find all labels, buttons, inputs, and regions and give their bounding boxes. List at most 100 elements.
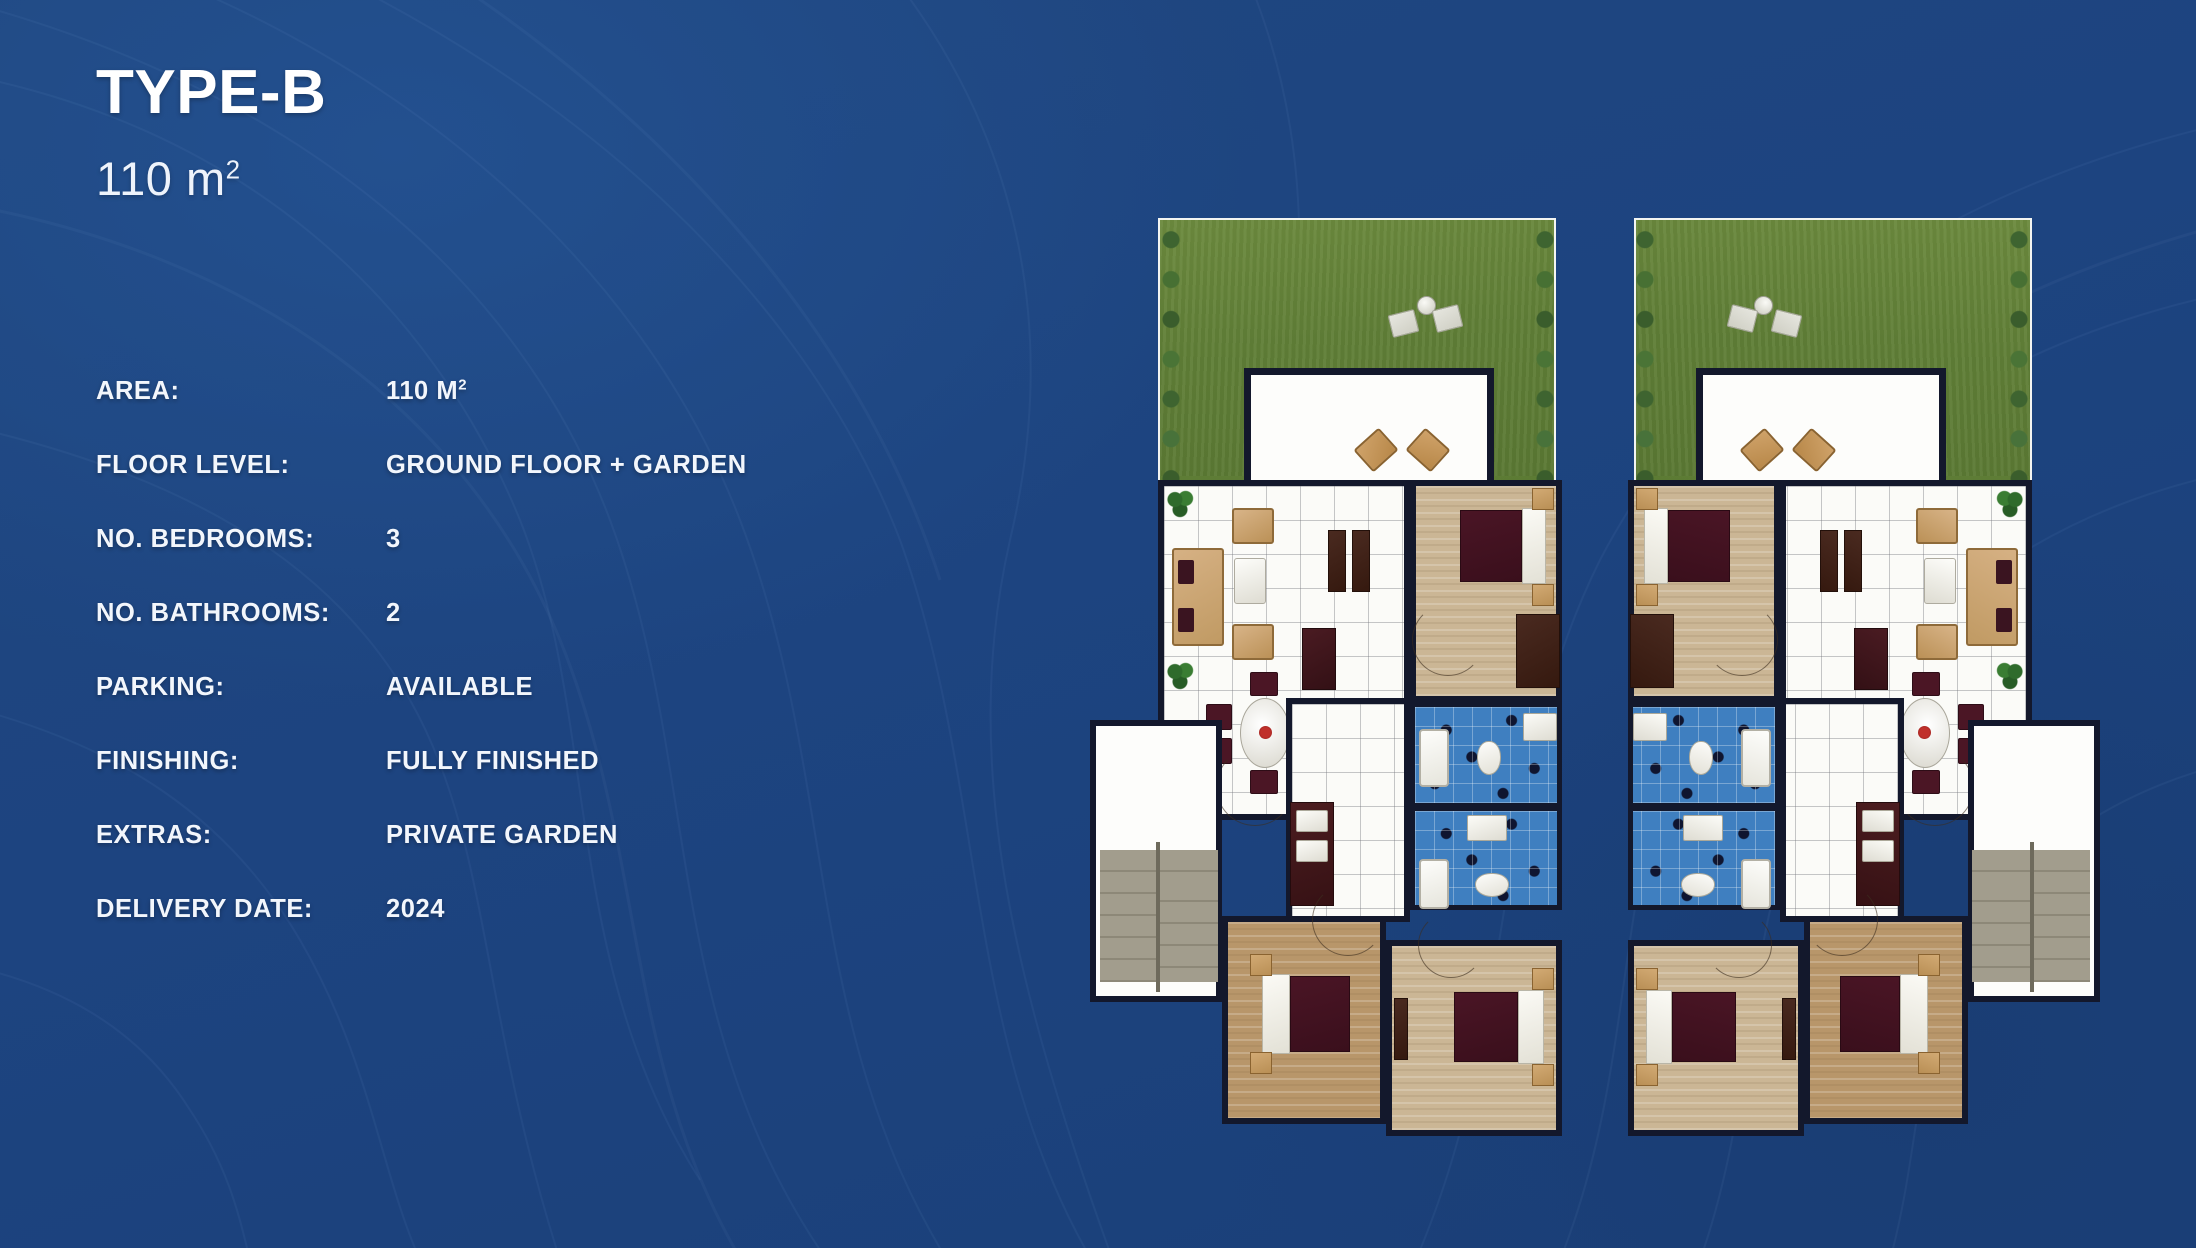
terrace-room <box>1244 368 1494 480</box>
bathroom-1 <box>1410 702 1562 808</box>
bedroom-3 <box>1628 912 1804 1136</box>
house-footprint <box>1622 200 2100 1140</box>
closet-unit-icon <box>1820 530 1838 592</box>
bed-pillow-icon <box>1900 974 1928 1054</box>
nightstand-icon <box>1532 968 1554 990</box>
kitchen-stove-icon <box>1862 840 1894 862</box>
coffee-table-icon <box>1234 558 1266 604</box>
dining-chair-icon <box>1912 672 1940 696</box>
nightstand-icon <box>1532 584 1554 606</box>
spec-label-finishing: FINISHING: <box>96 747 239 776</box>
bedroom-3 <box>1386 912 1562 1136</box>
potted-plant-icon <box>1166 662 1194 690</box>
toilet-icon <box>1477 741 1501 775</box>
interior-door-icon <box>1854 628 1888 690</box>
bedroom-2 <box>1222 884 1386 1124</box>
bathroom-1 <box>1628 702 1780 808</box>
nightstand-icon <box>1636 968 1658 990</box>
bed-pillow-icon <box>1262 974 1290 1054</box>
nightstand-icon <box>1250 1052 1272 1074</box>
bathroom-2 <box>1628 806 1780 910</box>
area-heading: 110 m2 <box>96 151 976 206</box>
spec-label-delivery-date: DELIVERY DATE: <box>96 895 313 924</box>
entry-door-swing-icon <box>1896 748 1974 826</box>
bedroom-door-swing-icon <box>1312 884 1384 956</box>
spec-value-bedrooms: 3 <box>386 525 401 554</box>
bed-pillow-icon <box>1646 990 1672 1064</box>
spec-value-parking: AVAILABLE <box>386 673 534 702</box>
spec-value-area-text: 110 M <box>386 377 459 406</box>
master-bed-icon <box>1460 510 1522 582</box>
sink-icon <box>1633 713 1667 741</box>
kitchen-sink-icon <box>1862 810 1894 832</box>
staircase <box>1090 720 1222 1002</box>
floor-plan-unit-right <box>1622 200 2100 1140</box>
wardrobe-icon <box>1782 998 1796 1060</box>
potted-plant-icon <box>1996 490 2024 518</box>
house-footprint <box>1090 200 1568 1140</box>
specifications-table: AREA: 110 M2 FLOOR LEVEL: GROUND FLOOR +… <box>96 354 976 946</box>
spec-label-bathrooms: NO. BATHROOMS: <box>96 599 330 628</box>
nightstand-icon <box>1532 1064 1554 1086</box>
bed-icon <box>1840 976 1900 1052</box>
sofa-cushion-icon <box>1178 608 1194 632</box>
spec-label-floor-level: FLOOR LEVEL: <box>96 451 290 480</box>
spec-value-area: 110 M2 <box>386 354 976 428</box>
spec-value-floor-level: GROUND FLOOR + GARDEN <box>386 451 747 480</box>
nightstand-icon <box>1636 488 1658 510</box>
dining-chair-icon <box>1250 672 1278 696</box>
spec-label-parking: PARKING: <box>96 673 225 702</box>
nightstand-icon <box>1918 954 1940 976</box>
staircase <box>1968 720 2100 1002</box>
spec-label-area: AREA: <box>96 377 180 406</box>
kitchen-stove-icon <box>1296 840 1328 862</box>
master-bed-icon <box>1668 510 1730 582</box>
bedroom-door-swing-icon <box>1412 604 1484 676</box>
wardrobe-icon <box>1630 614 1674 688</box>
living-room-armchair-icon <box>1232 624 1274 660</box>
toilet-icon <box>1475 873 1509 897</box>
entry-door-swing-icon <box>1216 748 1294 826</box>
terrace-armchair-icon <box>1353 427 1399 473</box>
stair-steps-icon <box>1158 880 1218 982</box>
bedroom-door-swing-icon <box>1706 912 1772 978</box>
living-room-armchair-icon <box>1916 624 1958 660</box>
stair-railing-icon <box>1156 842 1160 992</box>
spec-value-delivery-date: 2024 <box>386 895 445 924</box>
nightstand-icon <box>1250 954 1272 976</box>
bed-pillow-icon <box>1518 990 1544 1064</box>
terrace-armchair-icon <box>1791 427 1837 473</box>
closet-unit-icon <box>1352 530 1370 592</box>
bedroom-2 <box>1804 884 1968 1124</box>
living-room-armchair-icon <box>1916 508 1958 544</box>
spec-value-bathrooms: 2 <box>386 599 401 628</box>
stair-railing-icon <box>2030 842 2034 992</box>
bed-pillow-icon <box>1644 508 1668 584</box>
floor-plan-unit-left <box>1090 200 1568 1140</box>
spec-label-bedrooms: NO. BEDROOMS: <box>96 525 315 554</box>
terrace-armchair-icon <box>1739 427 1785 473</box>
bed-icon <box>1672 992 1736 1062</box>
living-room-armchair-icon <box>1232 508 1274 544</box>
sink-icon <box>1523 713 1557 741</box>
toilet-icon <box>1689 741 1713 775</box>
dining-centerpiece-icon <box>1259 726 1272 739</box>
bed-icon <box>1454 992 1518 1062</box>
bedroom-door-swing-icon <box>1706 604 1778 676</box>
bathtub-icon <box>1419 859 1449 909</box>
bedroom-door-swing-icon <box>1806 884 1878 956</box>
spec-label-extras: EXTRAS: <box>96 821 212 850</box>
floor-plans-container <box>1090 200 2100 1140</box>
potted-plant-icon <box>1166 490 1194 518</box>
patio-table-icon <box>1417 296 1436 315</box>
bed-icon <box>1290 976 1350 1052</box>
nightstand-icon <box>1532 488 1554 510</box>
wardrobe-icon <box>1394 998 1408 1060</box>
bathtub-icon <box>1741 859 1771 909</box>
kitchen-sink-icon <box>1296 810 1328 832</box>
wardrobe-icon <box>1516 614 1560 688</box>
spec-value-finishing: FULLY FINISHED <box>386 747 600 776</box>
terrace-room <box>1696 368 1946 480</box>
nightstand-icon <box>1918 1052 1940 1074</box>
